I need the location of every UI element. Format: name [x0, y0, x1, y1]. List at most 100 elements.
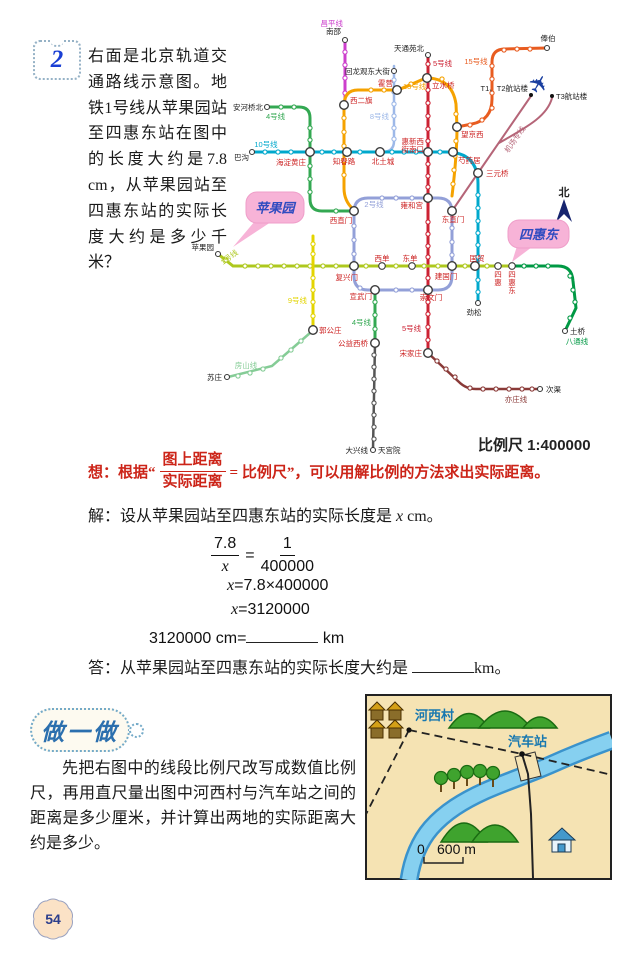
road — [521, 753, 534, 879]
scale-bar — [423, 857, 464, 864]
svg-text:13号线: 13号线 — [403, 81, 427, 91]
callout-bubble — [245, 191, 305, 224]
svg-text:海淀黄庄: 海淀黄庄 — [276, 157, 306, 167]
svg-text:T3航站楼: T3航站楼 — [556, 91, 588, 101]
svg-text:天宫院: 天宫院 — [378, 445, 401, 455]
svg-text:次渠: 次渠 — [546, 384, 561, 394]
svg-text:国贸: 国贸 — [470, 253, 485, 263]
svg-text:9号线: 9号线 — [288, 295, 308, 305]
svg-text:5号线: 5号线 — [402, 323, 422, 333]
think-note: 想：根据“ 图上距离 实际距离 = 比例尺”，可以用解比例的方法求出实际距离。 — [88, 451, 549, 492]
variable-x: x — [396, 508, 404, 525]
svg-text:西直门: 西直门 — [330, 215, 353, 225]
answer-line: 答：从苹果园站至四惠东站的实际长度大约是 km。 — [88, 654, 510, 678]
svg-text:宋家庄: 宋家庄 — [400, 348, 423, 358]
svg-text:亦庄线: 亦庄线 — [505, 394, 528, 404]
svg-text:西二旗: 西二旗 — [350, 95, 373, 105]
compass-icon — [556, 199, 572, 222]
village-label: 河西村 — [415, 708, 454, 723]
village-point — [406, 727, 412, 733]
eq3-rest: =3120000 — [238, 601, 310, 618]
svg-text:劲松: 劲松 — [467, 307, 482, 317]
svg-text:比例尺 1:400000: 比例尺 1:400000 — [478, 436, 591, 454]
river — [399, 731, 612, 880]
conversion-blank[interactable] — [246, 628, 319, 643]
scallop-shape — [33, 898, 73, 940]
svg-text:2号线: 2号线 — [364, 199, 384, 209]
svg-text:望京西: 望京西 — [461, 129, 484, 139]
beijing-metro-map: 西二旗霍营立水桥望京西三元桥芍药居北土城知春路海淀黄庄西直门雍和宫东直门复兴门西… — [192, 18, 591, 455]
svg-text:5号线: 5号线 — [433, 58, 453, 68]
equation-step3: x=3120000 — [231, 601, 310, 619]
think-tail: = 比例尺”，可以用解比例的方法求出实际距离。 — [229, 464, 550, 481]
lhs-numerator: 7.8 — [211, 534, 240, 556]
svg-text:四惠东: 四惠东 — [508, 270, 516, 295]
fraction-numerator: 图上距离 — [159, 451, 226, 472]
svg-text:北土城: 北土城 — [372, 156, 395, 166]
conv-tail: km — [318, 630, 345, 647]
village-houses-icon — [367, 701, 405, 739]
svg-text:郭公庄: 郭公庄 — [319, 325, 342, 335]
svg-text:北: 北 — [559, 185, 570, 199]
svg-text:房山线: 房山线 — [235, 360, 258, 370]
svg-text:巴沟: 巴沟 — [234, 152, 249, 162]
problem-number-badge: 2 — [33, 39, 81, 80]
eq3-var: x — [231, 601, 239, 618]
svg-text:西单: 西单 — [375, 253, 390, 263]
eq2-rest: =7.8×400000 — [234, 577, 329, 594]
svg-text:15号线: 15号线 — [464, 56, 488, 66]
answer-blank[interactable] — [412, 658, 475, 673]
problem-text: 右面是北京轨道交通路线示意图。地铁1号线从苹果园站至四惠东站在图中的长度大约是7… — [88, 48, 227, 272]
svg-text:4号线: 4号线 — [352, 317, 372, 327]
svg-text:宣武门: 宣武门 — [350, 291, 373, 301]
svg-text:8号线: 8号线 — [370, 111, 390, 121]
svg-text:南邵: 南邵 — [326, 26, 341, 36]
svg-text:惠新西: 惠新西 — [402, 136, 425, 146]
svg-text:苹果园: 苹果园 — [255, 201, 296, 216]
svg-text:三元桥: 三元桥 — [486, 168, 509, 178]
svg-text:崇文门: 崇文门 — [420, 292, 443, 302]
svg-text:4号线: 4号线 — [266, 111, 286, 121]
rhs-numerator: 1 — [279, 534, 295, 556]
svg-text:雍和宫: 雍和宫 — [401, 200, 424, 210]
svg-text:天通苑北: 天通苑北 — [394, 43, 424, 53]
svg-text:立水桥: 立水桥 — [432, 80, 455, 90]
small-house-icon — [547, 827, 577, 853]
svg-text:苏庄: 苏庄 — [207, 372, 222, 382]
lhs-denominator: x — [221, 558, 229, 575]
svg-text:芍药居: 芍药居 — [458, 155, 481, 165]
practice-paragraph: 先把右图中的线段比例尺改写成数值比例尺，再用直尺量出图中河西村与汽车站之间的距离… — [30, 760, 356, 852]
svg-text:安河桥北: 安河桥北 — [233, 102, 263, 112]
mountains-top — [447, 710, 559, 729]
trees — [433, 763, 501, 792]
svg-text:知春路: 知春路 — [333, 156, 356, 166]
page-number: 54 — [45, 911, 61, 927]
mountains-bottom — [439, 822, 520, 843]
svg-text:建国门: 建国门 — [435, 271, 458, 281]
svg-text:东直门: 东直门 — [442, 214, 465, 224]
eq2-var: x — [227, 577, 235, 594]
svg-text:四惠: 四惠 — [494, 270, 502, 287]
svg-text:T1、T2航站楼: T1、T2航站楼 — [480, 83, 528, 93]
callout-bubble — [507, 219, 570, 249]
practice-badge: 做一做 — [30, 708, 144, 752]
conversion-line: 3120000 cm= km — [149, 628, 344, 648]
setup-tail: cm。 — [403, 508, 443, 525]
rhs-fraction: 1 400000 — [261, 534, 314, 577]
svg-text:八通线: 八通线 — [566, 336, 589, 346]
svg-text:公益西桥: 公益西桥 — [338, 338, 368, 348]
svg-text:土桥: 土桥 — [570, 326, 585, 336]
equation-proportion: 7.8 x = 1 400000 — [205, 534, 320, 577]
svg-text:昌平线: 昌平线 — [321, 18, 344, 28]
conv-lead: 3120000 cm= — [149, 630, 247, 647]
practice-badge-label: 做一做 — [41, 720, 119, 745]
svg-text:10号线: 10号线 — [254, 139, 278, 149]
svg-text:街南口: 街南口 — [402, 144, 425, 154]
dashed-distance-line — [365, 729, 612, 819]
bridge — [514, 751, 542, 782]
svg-text:回龙观东大街: 回龙观东大街 — [345, 66, 390, 76]
svg-text:苹果园: 苹果园 — [192, 242, 215, 252]
bus-station-label: 汽车站 — [508, 734, 547, 749]
answer-lead: 答：从苹果园站至四惠东站的实际长度大约是 — [88, 660, 413, 677]
